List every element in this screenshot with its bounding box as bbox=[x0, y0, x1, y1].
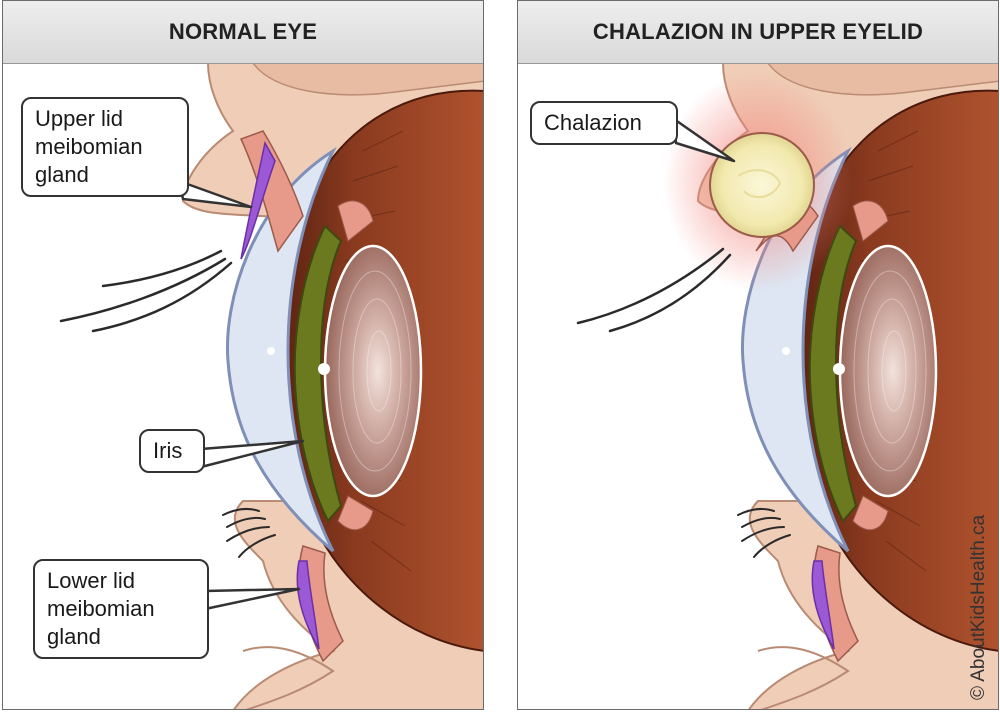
chalazion bbox=[709, 132, 815, 238]
lens-highlight bbox=[833, 363, 845, 375]
chalazion-texture bbox=[737, 169, 782, 199]
lens-rings bbox=[338, 270, 412, 472]
lens-rings bbox=[853, 270, 927, 472]
upper-lid-fold bbox=[251, 62, 483, 96]
cornea-highlight bbox=[782, 347, 790, 355]
label-upper-lid-gland: Upper lid meibomian gland bbox=[21, 97, 189, 197]
copyright-credit: © AboutKidsHealth.ca bbox=[968, 514, 989, 700]
panel-normal-eye: NORMAL EYE Upper lid meibomian gland Iri… bbox=[2, 0, 484, 710]
cheek-contour bbox=[242, 646, 335, 709]
label-iris: Iris bbox=[139, 429, 205, 473]
panel-chalazion: CHALAZION IN UPPER EYELID Chalazion bbox=[517, 0, 999, 710]
lens-highlight bbox=[318, 363, 330, 375]
normal-eye-illustration bbox=[59, 62, 483, 709]
lower-meibomian-gland bbox=[811, 560, 835, 650]
chalazion-illustration bbox=[576, 62, 998, 709]
upper-eyelashes bbox=[576, 247, 732, 333]
upper-eyelashes bbox=[59, 249, 233, 333]
iris bbox=[808, 224, 858, 523]
lower-eyelashes bbox=[737, 507, 791, 558]
ciliary-body-upper bbox=[852, 200, 889, 242]
ciliary-body-upper bbox=[337, 200, 374, 242]
cheek-contour bbox=[757, 646, 850, 709]
label-lower-lid-gland: Lower lid meibomian gland bbox=[33, 559, 209, 659]
cornea-highlight bbox=[267, 347, 275, 355]
iris bbox=[293, 224, 343, 523]
label-chalazion: Chalazion bbox=[530, 101, 678, 145]
upper-meibomian-gland bbox=[240, 140, 276, 260]
lower-eyelashes bbox=[222, 507, 276, 558]
panel-title-normal: NORMAL EYE bbox=[3, 1, 483, 64]
ciliary-body-lower bbox=[852, 495, 889, 531]
ciliary-body-lower bbox=[337, 495, 374, 531]
panel-title-chalazion: CHALAZION IN UPPER EYELID bbox=[518, 1, 998, 64]
upper-lid-margin bbox=[239, 130, 304, 253]
